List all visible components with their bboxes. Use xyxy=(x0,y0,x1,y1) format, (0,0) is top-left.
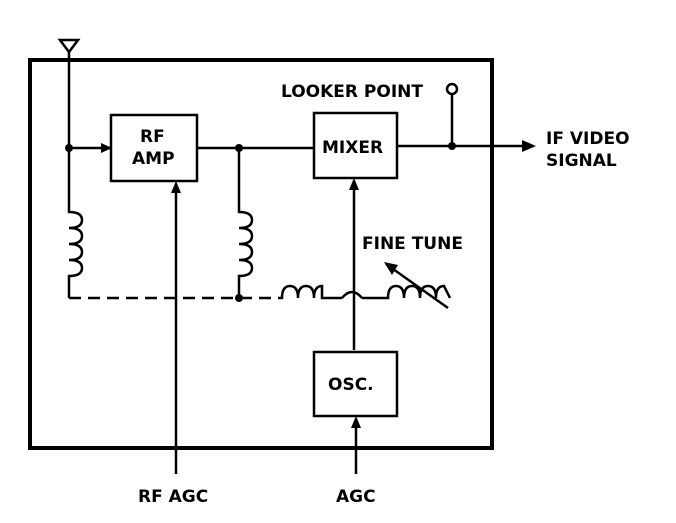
looker-point-label: LOOKER POINT xyxy=(281,82,423,102)
osc-label: OSC. xyxy=(328,375,374,395)
arrow-into-rfamp-icon xyxy=(101,143,112,153)
mixer-label: MIXER xyxy=(322,138,383,158)
antenna-icon xyxy=(57,38,81,148)
osc-block: OSC. xyxy=(312,350,399,418)
arrow-agc-icon xyxy=(351,416,361,428)
mixer-block: MIXER xyxy=(312,111,399,180)
if-video-label-line1: IF VIDEO xyxy=(546,129,630,149)
junction-dot-coil-bottom xyxy=(235,294,243,302)
if-video-label-line2: SIGNAL xyxy=(546,151,617,171)
fine-tune-adjust-line xyxy=(385,262,449,310)
interstage-coil-icon xyxy=(237,148,254,298)
rf-amp-block: RF AMP xyxy=(109,113,199,183)
output-arrow-icon xyxy=(522,140,536,152)
rf-agc-label: RF AGC xyxy=(138,487,208,507)
wire-crossover-hop xyxy=(341,290,363,299)
rf-amp-label-line1: RF xyxy=(140,127,165,147)
arrow-rf-agc-icon xyxy=(171,181,181,193)
antenna-coil-icon xyxy=(67,148,84,298)
tuner-enclosure xyxy=(28,58,494,450)
looker-point-terminal-icon xyxy=(445,82,459,96)
oscillator-coil-left-icon xyxy=(278,284,342,300)
fine-tune-arrow-icon xyxy=(384,262,398,275)
oscillator-coil-right-icon xyxy=(362,284,452,300)
fine-tune-label: FINE TUNE xyxy=(362,234,463,254)
agc-label: AGC xyxy=(336,487,376,507)
arrow-into-mixer-icon xyxy=(349,178,359,190)
rf-amp-label-line2: AMP xyxy=(132,149,175,169)
